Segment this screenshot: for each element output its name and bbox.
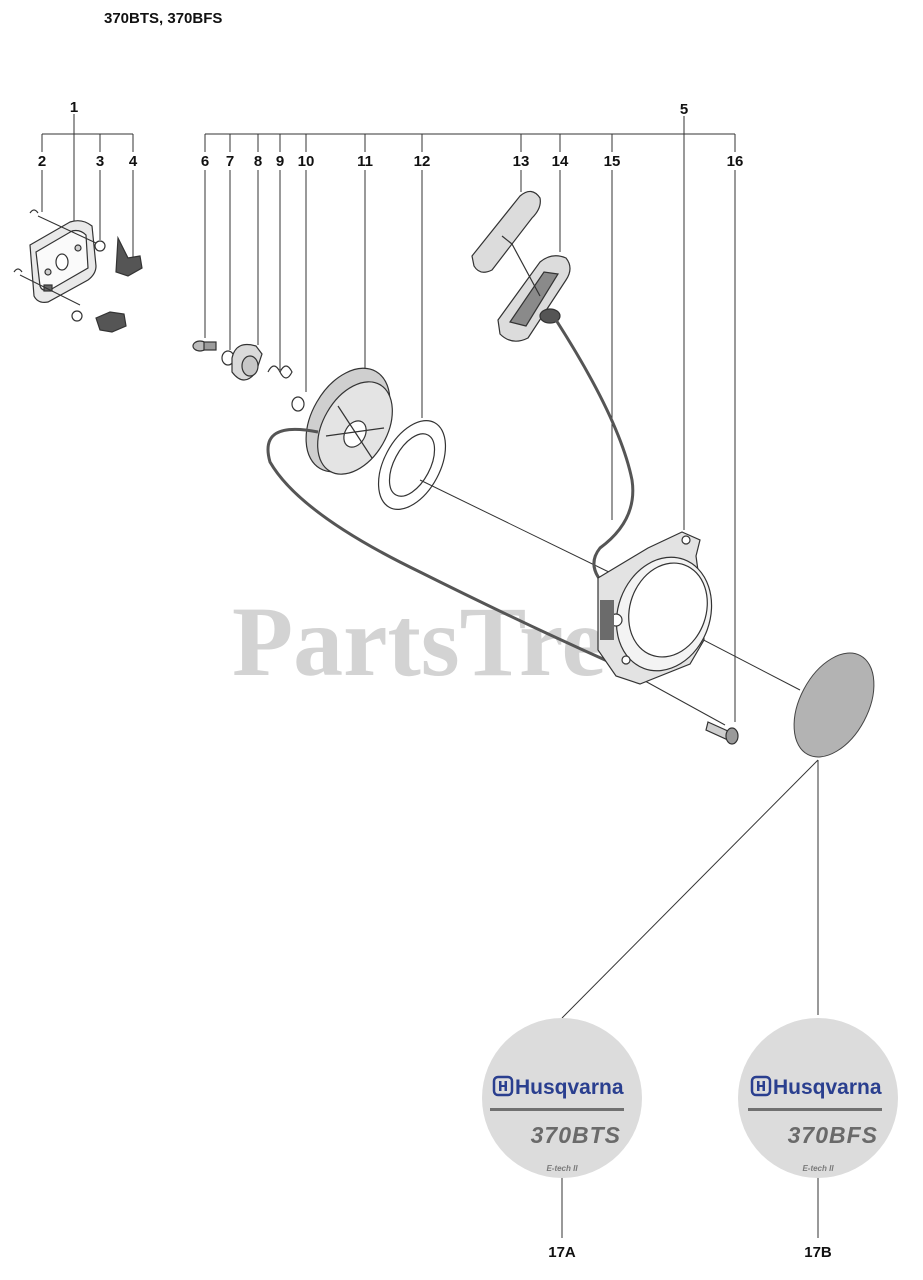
callout-4: 4 [129,153,138,170]
callout-17b: 17B [804,1244,832,1261]
part-pawl-plate [13,209,143,333]
decal-17a-model: 370BTS [531,1122,621,1148]
callout-1: 1 [70,99,78,116]
part-housing-screw [705,721,739,745]
callout-7: 7 [226,153,234,170]
callout-6: 6 [201,153,209,170]
decal-17b-model: 370BFS [788,1122,878,1148]
decal-17b: Husqvarna 370BFS E-tech II [738,1018,898,1178]
callout-numbers: 1 2 3 4 5 6 7 8 9 10 11 12 13 14 15 16 1… [38,99,832,1261]
part-starter-handle [471,190,635,592]
part-recoil-spring [377,420,447,510]
leader-lines [41,114,819,1238]
callout-11: 11 [357,153,373,170]
part-decal-disc [793,652,875,758]
part-center-hardware [192,340,305,412]
callout-16: 16 [727,153,744,170]
callout-13: 13 [513,153,530,170]
callout-17a: 17A [548,1244,576,1261]
callout-15: 15 [604,153,621,170]
decal-17b-subtitle: E-tech II [802,1164,834,1173]
callout-8: 8 [254,153,262,170]
callout-2: 2 [38,153,46,170]
part-pulley [305,367,393,475]
callout-5: 5 [680,101,688,118]
part-starter-housing [597,531,713,685]
page-title: 370BTS, 370BFS [104,10,223,27]
callout-9: 9 [276,153,284,170]
part-starter-rope-loop [266,427,615,666]
callout-12: 12 [414,153,431,170]
decal-17a-subtitle: E-tech II [546,1164,578,1173]
decal-17a: Husqvarna 370BTS E-tech II [482,1018,642,1178]
callout-3: 3 [96,153,104,170]
decal-17a-brand: Husqvarna [515,1076,624,1099]
decal-17b-brand: Husqvarna [773,1076,882,1099]
watermark-text: PartsTree [232,586,650,697]
husqvarna-logo-icon [750,1075,772,1097]
callout-14: 14 [552,153,569,170]
husqvarna-logo-icon [492,1075,514,1097]
callout-10: 10 [298,153,315,170]
